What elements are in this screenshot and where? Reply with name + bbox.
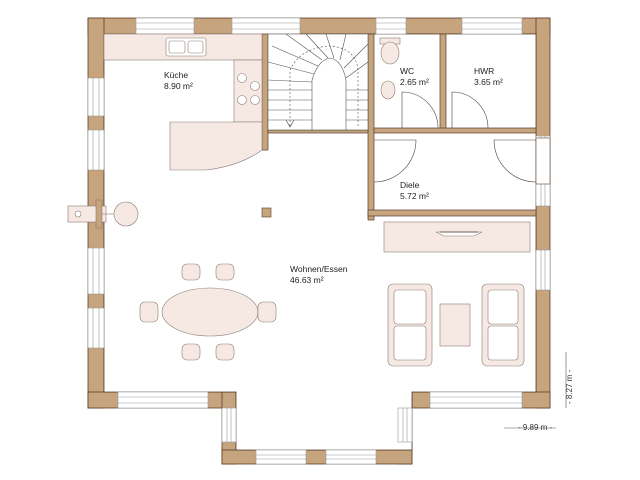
room-label-wc: WC 2.65 m²	[400, 66, 429, 88]
room-name: Wohnen/Essen	[290, 264, 348, 274]
room-label-hwr: HWR 3.65 m²	[474, 66, 503, 88]
dimension-width: - 9.89 m -	[518, 423, 553, 432]
room-label-wohnen: Wohnen/Essen 46.63 m²	[290, 264, 348, 286]
front-door-opening	[535, 137, 551, 185]
kitchen-stove	[237, 73, 260, 105]
room-area: 8.90 m²	[164, 81, 193, 91]
support-column	[261, 207, 272, 218]
dimension-ticks	[504, 352, 567, 429]
room-area: 2.65 m²	[400, 77, 429, 87]
room-name: Diele	[400, 180, 420, 190]
room-label-kueche: Küche 8.90 m²	[164, 70, 193, 92]
hall-wardrobe	[383, 221, 531, 253]
room-area: 3.65 m²	[474, 77, 503, 87]
doors	[373, 91, 537, 183]
kitchen-cabinets	[103, 33, 263, 171]
room-area: 5.72 m²	[400, 191, 429, 201]
wc-fixtures	[379, 37, 401, 100]
dimension-depth: - 8.27 m -	[565, 369, 574, 404]
room-area: 46.63 m²	[290, 275, 324, 285]
kitchen-sink	[165, 37, 207, 57]
staircase	[267, 33, 369, 131]
living-set	[387, 283, 525, 367]
windows	[87, 17, 551, 465]
room-label-diele: Diele 5.72 m²	[400, 180, 429, 202]
dining-set	[139, 263, 277, 361]
stove-fireplace	[67, 199, 139, 229]
room-name: WC	[400, 66, 415, 76]
room-name: HWR	[474, 66, 495, 76]
room-name: Küche	[164, 70, 189, 80]
